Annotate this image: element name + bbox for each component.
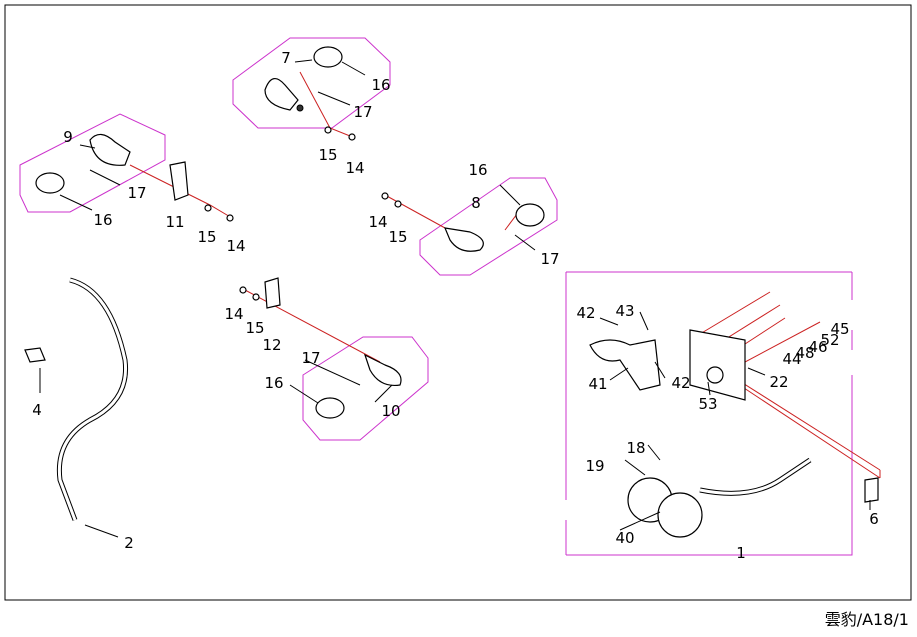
meter-assembly [589,329,879,538]
callout-label: 9 [63,128,73,146]
callout-label: 19 [585,457,604,475]
callout-label: 14 [224,305,243,323]
callout-label: 52 [820,331,839,349]
callout-label: 17 [540,250,559,268]
callout-label: 53 [698,395,717,413]
turn-signal-rear-left [239,277,402,419]
turn-signal-front-left [35,133,234,222]
callout-label: 17 [127,184,146,202]
callout-label: 43 [615,302,634,320]
callout-label: 15 [197,228,216,246]
callout-label: 41 [588,375,607,393]
callout-label: 7 [281,49,291,67]
callout-label: 15 [245,319,264,337]
callout-label: 45 [830,320,849,338]
diagram-frame [4,4,912,601]
callout-label: 48 [795,344,814,362]
callout-label: 17 [301,349,320,367]
group-outline-front-right [232,37,391,129]
turn-signal-front-right [264,46,356,141]
callout-label: 12 [262,336,281,354]
group-outline-meter [565,271,853,556]
callout-label: 17 [353,103,372,121]
page-code: 雲豹/A18/1 [824,610,909,629]
cable [24,277,129,521]
callout-label: 14 [368,213,387,231]
group-outline-front-left [19,113,166,213]
callout-label: 2 [124,534,134,552]
callout-label: 16 [93,211,112,229]
callout-label: 11 [165,213,184,231]
callout-label: 10 [381,402,400,420]
callout-label: 44 [782,350,801,368]
callout-label: 40 [615,529,634,547]
callout-label: 8 [471,194,481,212]
callout-label: 42 [671,374,690,392]
callout-label: 15 [388,228,407,246]
group-outline-rear-right [419,177,558,276]
callout-label: 4 [32,401,42,419]
callout-label: 22 [769,373,788,391]
callout-label: 15 [318,146,337,164]
callout-label: 46 [808,338,827,356]
callout-label: 16 [371,76,390,94]
callout-label: 6 [869,510,879,528]
callout-label: 16 [264,374,283,392]
callout-label: 18 [626,439,645,457]
group-outline-rear-left [302,336,429,441]
callout-label: 14 [226,237,245,255]
turn-signal-rear-right [381,192,545,252]
callout-label: 14 [345,159,364,177]
callout-label: 42 [576,304,595,322]
callout-label: 16 [468,161,487,179]
callout-label: 1 [736,544,746,562]
